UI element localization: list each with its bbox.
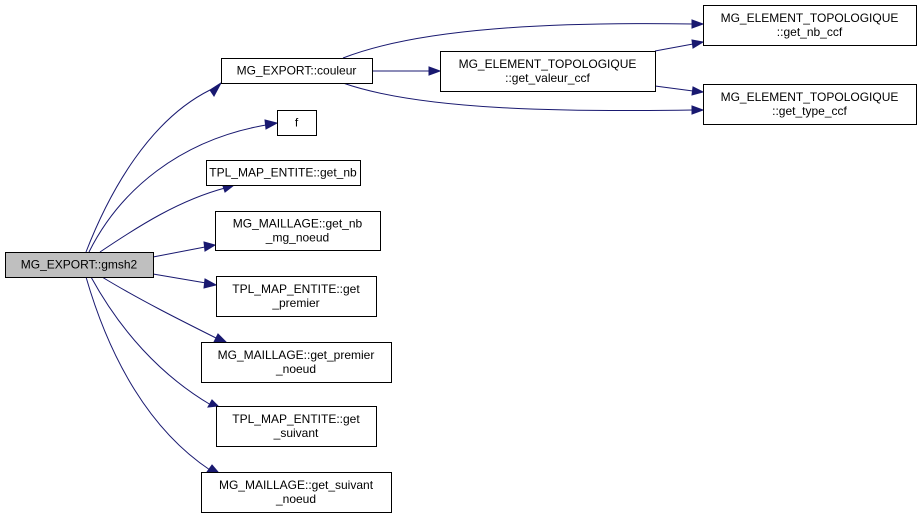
arrowhead-icon: [207, 399, 220, 408]
edge-line: [654, 85, 694, 92]
edge-couleur-to-get_valeur_ccf: [372, 66, 442, 76]
edge-get_valeur_ccf-to-get_nb_ccf: [654, 39, 705, 52]
node-get_valeur_ccf[interactable]: MG_ELEMENT_TOPOLOGIQUE::get_valeur_ccf: [440, 51, 656, 92]
arrowhead-icon: [203, 278, 218, 289]
node-mg_get_suivant_noeud[interactable]: MG_MAILLAGE::get_suivant_noeud: [201, 472, 392, 513]
arrowhead-icon: [203, 241, 217, 252]
node-box[interactable]: [703, 84, 917, 125]
edge-gmsh2-to-tpl_get_premier: [152, 273, 218, 289]
node-label: _noeud: [275, 362, 316, 376]
edge-gmsh2-to-f: [88, 119, 279, 253]
edge-line: [152, 273, 207, 284]
node-get_nb_ccf[interactable]: MG_ELEMENT_TOPOLOGIQUE::get_nb_ccf: [703, 5, 917, 46]
edge-line: [654, 43, 694, 52]
edge-gmsh2-to-tpl_get_nb: [99, 182, 236, 253]
node-label: MG_ELEMENT_TOPOLOGIQUE: [459, 57, 637, 71]
arrowhead-icon: [209, 81, 223, 97]
node-label: _suivant: [273, 426, 319, 440]
edge-line: [85, 276, 211, 471]
node-box[interactable]: [206, 160, 361, 186]
node-couleur[interactable]: MG_EXPORT::couleur: [221, 58, 373, 84]
edge-line: [152, 246, 206, 258]
node-label: MG_MAILLAGE::get_premier: [218, 348, 375, 362]
edge-gmsh2-to-couleur: [85, 81, 223, 253]
node-box[interactable]: [215, 211, 381, 251]
node-label: MG_MAILLAGE::get_suivant: [219, 478, 374, 492]
node-label: _premier: [271, 296, 319, 310]
node-label: ::get_type_ccf: [772, 104, 847, 118]
edge-gmsh2-to-mg_get_suivant_noeud: [85, 276, 220, 473]
node-tpl_get_nb[interactable]: TPL_MAP_ENTITE::get_nb: [206, 160, 361, 186]
node-label: f: [295, 116, 299, 130]
node-label: TPL_MAP_ENTITE::get: [232, 282, 360, 296]
node-tpl_get_premier[interactable]: TPL_MAP_ENTITE::get_premier: [216, 276, 377, 317]
edge-line: [342, 82, 694, 112]
node-box[interactable]: [201, 472, 392, 513]
edge-couleur-to-get_nb_ccf: [342, 19, 705, 59]
node-get_type_ccf[interactable]: MG_ELEMENT_TOPOLOGIQUE::get_type_ccf: [703, 84, 917, 125]
edge-gmsh2-to-tpl_get_suivant: [90, 276, 220, 408]
node-label: MG_EXPORT::gmsh2: [21, 258, 138, 272]
node-tpl_get_suivant[interactable]: TPL_MAP_ENTITE::get_suivant: [216, 406, 377, 447]
edge-gmsh2-to-mg_get_premier_noeud: [101, 276, 228, 343]
node-box[interactable]: [201, 342, 392, 383]
arrowhead-icon: [691, 19, 705, 29]
nodes-layer: MG_EXPORT::gmsh2 MG_EXPORT::couleurfTPL_M…: [5, 5, 917, 513]
edge-line: [88, 124, 267, 253]
edge-gmsh2-to-mg_get_nb_mg_noeud: [152, 241, 217, 258]
edge-line: [90, 276, 212, 406]
node-mg_get_premier_noeud[interactable]: MG_MAILLAGE::get_premier_noeud: [201, 342, 392, 383]
arrowhead-icon: [691, 39, 705, 49]
arrowhead-icon: [428, 66, 442, 76]
node-label: MG_EXPORT::couleur: [237, 64, 357, 78]
edge-get_valeur_ccf-to-get_type_ccf: [654, 85, 705, 96]
node-label: TPL_MAP_ENTITE::get_nb: [209, 166, 357, 180]
node-label: _noeud: [275, 492, 316, 506]
edge-line: [99, 187, 226, 253]
node-label: ::get_valeur_ccf: [505, 71, 590, 85]
arrowhead-icon: [691, 105, 705, 115]
node-f[interactable]: f: [277, 110, 317, 136]
node-box[interactable]: [277, 110, 317, 136]
node-label: MG_ELEMENT_TOPOLOGIQUE: [721, 11, 899, 25]
node-box[interactable]: [5, 252, 154, 278]
node-box[interactable]: [216, 276, 377, 317]
node-label: _mg_noeud: [265, 231, 329, 245]
node-box[interactable]: [216, 406, 377, 447]
edge-line: [85, 89, 211, 253]
arrowhead-icon: [213, 333, 228, 343]
edge-line: [101, 276, 219, 340]
edge-couleur-to-get_type_ccf: [342, 82, 705, 115]
arrowhead-icon: [691, 86, 705, 96]
node-label: ::get_nb_ccf: [777, 25, 843, 39]
edges-layer: [85, 19, 705, 473]
node-box[interactable]: [703, 5, 917, 46]
node-gmsh2[interactable]: MG_EXPORT::gmsh2: [5, 252, 154, 278]
node-mg_get_nb_mg_noeud[interactable]: MG_MAILLAGE::get_nb_mg_noeud: [215, 211, 381, 251]
edge-line: [342, 23, 694, 59]
node-label: MG_ELEMENT_TOPOLOGIQUE: [721, 90, 899, 104]
arrowhead-icon: [264, 119, 279, 130]
node-label: TPL_MAP_ENTITE::get: [232, 412, 360, 426]
node-box[interactable]: [221, 58, 373, 84]
node-box[interactable]: [440, 51, 656, 92]
node-label: MG_MAILLAGE::get_nb: [233, 217, 363, 231]
